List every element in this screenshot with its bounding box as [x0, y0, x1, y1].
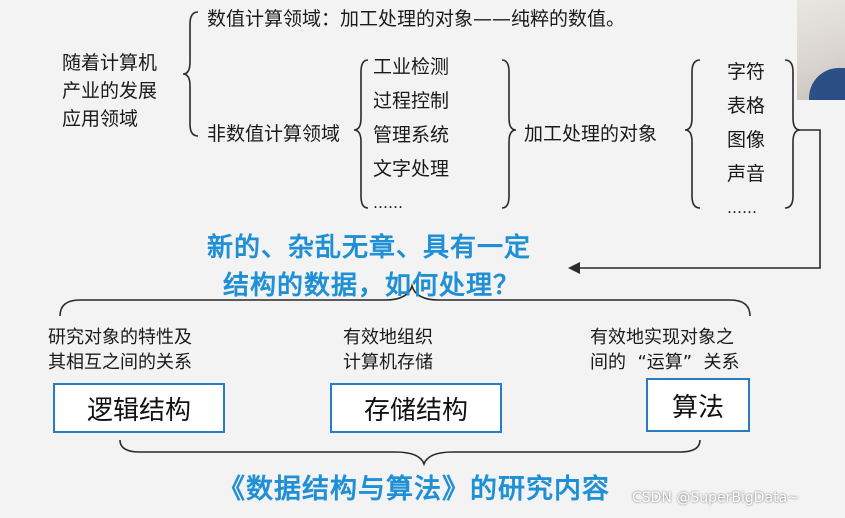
algorithm-desc-line-1: 有效地实现对象之	[590, 327, 734, 348]
item-management-system: 管理系统	[373, 124, 450, 146]
algorithm-desc-line-2: 间的 “运算” 关系	[590, 352, 740, 373]
question-line-2: 结构的数据，如何处理？	[223, 271, 521, 301]
logical-structure-box: 逻辑结构	[53, 383, 225, 433]
algorithm-description: 有效地实现对象之 间的 “运算” 关系	[590, 325, 740, 375]
storage-structure-description: 有效地组织 计算机存储	[343, 325, 433, 375]
items-left-brace	[353, 59, 369, 209]
storage-structure-box: 存储结构	[330, 383, 502, 433]
items-right-brace	[501, 59, 517, 209]
logical-desc-line-2: 其相互之间的关系	[48, 352, 192, 373]
object-types-list: 字符 表格 图像 声音 ……	[727, 55, 765, 225]
question-connector-line	[578, 129, 821, 269]
numeric-computing-prefix: 数值计算领域：	[207, 8, 341, 30]
csdn-watermark: CSDN @SuperBigData~	[632, 490, 799, 506]
bottom-horizontal-brace	[119, 439, 701, 467]
logical-structure-description: 研究对象的特性及 其相互之间的关系	[48, 325, 192, 375]
object-char: 字符	[727, 61, 766, 83]
storage-desc-line-1: 有效地组织	[343, 327, 433, 348]
left-brace	[182, 11, 199, 137]
top-horizontal-brace	[59, 283, 751, 317]
objects-right-brace	[784, 59, 801, 209]
central-question: 新的、杂乱无章、具有一定 结构的数据，如何处理？	[207, 229, 531, 305]
numeric-computing-line: 数值计算领域：加工处理的对象——纯粹的数值。	[207, 4, 625, 31]
item-ellipsis: ……	[373, 194, 403, 212]
objects-left-brace	[684, 59, 701, 209]
algorithm-box: 算法	[646, 378, 750, 432]
item-process-control: 过程控制	[373, 90, 450, 112]
research-content-title: 《数据结构与算法》的研究内容	[218, 474, 610, 505]
object-image: 图像	[727, 129, 766, 151]
root-line-3: 应用领域	[62, 108, 139, 130]
root-line-2: 产业的发展	[62, 80, 158, 102]
processing-objects-label: 加工处理的对象	[524, 123, 658, 145]
item-industrial-inspection: 工业检测	[373, 56, 450, 78]
applications-root-label: 随着计算机 产业的发展 应用领域	[62, 49, 157, 133]
non-numeric-items-list: 工业检测 过程控制 管理系统 文字处理 ……	[373, 50, 449, 220]
presenter-photo-fragment	[797, 0, 845, 100]
root-line-1: 随着计算机	[62, 52, 158, 74]
storage-desc-line-2: 计算机存储	[343, 352, 433, 373]
question-arrow-head	[568, 262, 580, 274]
question-line-1: 新的、杂乱无章、具有一定	[207, 233, 532, 263]
item-text-processing: 文字处理	[373, 158, 450, 180]
non-numeric-label: 非数值计算领域	[207, 123, 341, 145]
logical-desc-line-1: 研究对象的特性及	[48, 327, 192, 348]
numeric-computing-suffix: 加工处理的对象——纯粹的数值。	[340, 8, 626, 30]
object-table: 表格	[727, 95, 766, 117]
object-sound: 声音	[727, 163, 766, 185]
object-ellipsis: ……	[727, 199, 757, 217]
